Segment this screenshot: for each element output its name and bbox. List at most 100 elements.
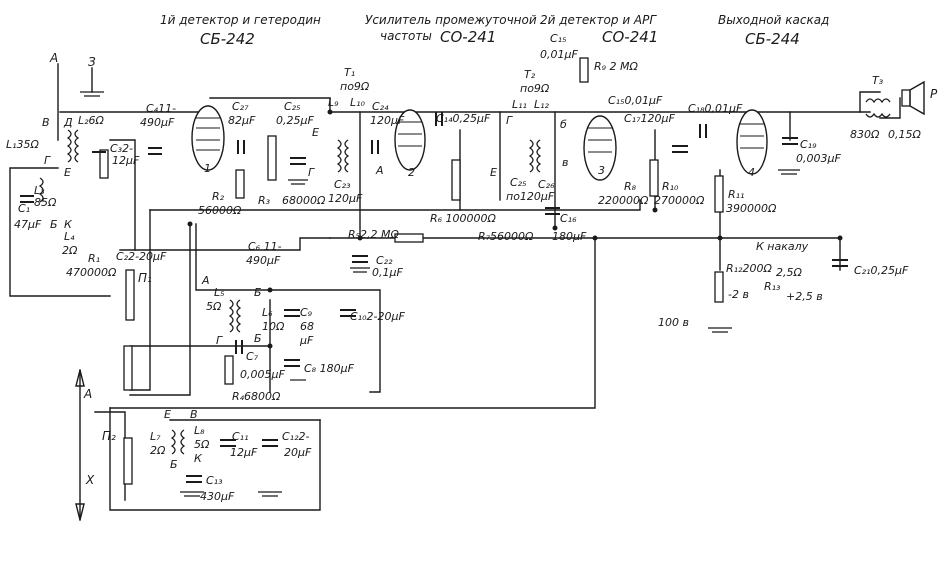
tube-1 — [191, 105, 225, 171]
label-R2v: 56000Ω — [198, 204, 242, 217]
terminal-p: Р — [930, 87, 938, 101]
label-C19v: 0,003μF — [796, 152, 841, 165]
label-R5: R₅2,2 MΩ — [348, 228, 400, 241]
label-C22: C₂₂ — [376, 254, 393, 267]
section-titles: 1й детектор и гетеродин СБ-242 Усилитель… — [160, 13, 829, 48]
label-L6v: 10Ω — [262, 320, 285, 333]
terminal-antenna: А — [49, 51, 58, 65]
label-R7: R₇56000Ω — [478, 230, 534, 243]
label-C27v: 82μF — [228, 114, 256, 127]
label-L1: L₁35Ω — [6, 138, 40, 151]
label-R3v: 68000Ω — [282, 194, 326, 207]
label-V-lo: В — [190, 408, 198, 421]
tube-2 — [394, 109, 426, 171]
label-T3r: 830Ω — [850, 128, 880, 141]
label-T1: T₁ — [344, 66, 355, 79]
label-L5: L₅ — [214, 286, 225, 299]
switches — [75, 269, 135, 521]
label-E-mid: Е — [312, 126, 319, 139]
label-C15b: C₁₅0,01μF — [608, 94, 663, 107]
terminal-ground: З — [88, 55, 96, 69]
label-C25-top: C₂₅ — [284, 100, 301, 113]
label-L3: L₃ — [34, 184, 45, 197]
label-C13: C₁₃ — [206, 474, 223, 487]
label-B: В — [42, 116, 50, 129]
label-A-osc: А — [201, 274, 210, 287]
label-L8: L₈ — [194, 424, 205, 437]
label-C9v: 68 — [300, 320, 314, 333]
label-P1: П₁ — [138, 271, 152, 285]
resistors — [99, 57, 724, 385]
section-title-det2: 2й детектор и АРГ — [540, 13, 657, 27]
label-k-nakalu: К накалу — [756, 240, 809, 253]
label-C9: C₉ — [300, 306, 313, 319]
terminal-a-bottom: A — [83, 387, 92, 401]
label-C1: C₁ — [18, 202, 30, 215]
capacitors — [20, 112, 848, 483]
label-T3: T₃ — [872, 74, 884, 87]
label-C10: C₁₀2-20μF — [350, 310, 405, 323]
label-C6v: 490μF — [246, 254, 281, 267]
section-tube-det2: СО-241 — [602, 28, 658, 46]
label-C12v: 20μF — [284, 446, 312, 459]
terminal-labels: А З Р X A — [49, 51, 938, 487]
label-B-osc: Б — [254, 286, 262, 299]
label-C27: C₂₇ — [232, 100, 249, 113]
label-C17: C₁₇120μF — [624, 112, 675, 125]
label-L7v: 2Ω — [150, 444, 166, 457]
label-T2: T₂ — [524, 68, 536, 81]
label-L6: L₆ — [262, 306, 273, 319]
label-L4: L₄ — [64, 230, 75, 243]
label-C14: C₁₄0,25μF — [436, 112, 491, 125]
section-tube-if: СО-241 — [440, 28, 496, 46]
label-B-lo: Б — [170, 458, 178, 471]
label-v25b: +2,5 в — [786, 290, 823, 303]
label-L5v: 5Ω — [206, 300, 222, 313]
label-R11v: 390000Ω — [726, 202, 777, 215]
label-C7: C₇ — [246, 350, 259, 363]
label-C3v: 12μF — [112, 154, 140, 167]
ground-symbols — [80, 91, 800, 497]
label-C11: C₁₁ — [232, 430, 249, 443]
label-E-if: Е — [490, 166, 497, 179]
label-C12: C₁₂2- — [282, 430, 309, 443]
label-node-b: б — [560, 118, 567, 131]
label-K: К — [64, 218, 73, 231]
label-C4: C₄11- — [146, 102, 176, 115]
label-L4v: 2Ω — [62, 244, 78, 257]
label-C1v: 47μF — [14, 218, 42, 231]
label-L7: L₇ — [150, 430, 161, 443]
label-G: Г — [44, 154, 51, 167]
junctions — [187, 109, 843, 349]
label-R11: R₁₁ — [728, 188, 744, 201]
label-node-v: в — [562, 156, 568, 169]
label-L8v: 5Ω — [194, 438, 210, 451]
section-tube-det1: СБ-242 — [200, 30, 255, 48]
label-P2: П₂ — [102, 429, 116, 443]
coils — [38, 98, 891, 455]
section-title-output: Выходной каскад — [718, 13, 829, 27]
label-C2: C₂2-20μF — [116, 250, 167, 263]
label-L12: L₁₂ — [534, 98, 550, 111]
label-C25-top-v: 0,25μF — [276, 114, 314, 127]
label-R4: R₄6800Ω — [232, 390, 281, 403]
label-C6: C₆ 11- — [248, 240, 282, 253]
label-L3v: 85Ω — [34, 196, 57, 209]
label-R2: R₂ — [212, 190, 225, 203]
label-C23: C₂₃ — [334, 178, 351, 191]
label-T3s: 0,15Ω — [888, 128, 921, 141]
label-L10: L₁₀ — [350, 96, 366, 109]
tube-4 — [736, 109, 768, 175]
label-node-A: А — [375, 164, 384, 177]
component-labels: В L₁35Ω Д Г Е L₂6Ω C₃2- 12μF L₃ 85Ω C₁ 4… — [6, 32, 921, 503]
label-C13v: 430μF — [200, 490, 235, 503]
label-tube-3: 3 — [598, 164, 605, 177]
label-C3: C₃2- — [110, 142, 133, 155]
label-C24v: 120μF — [370, 114, 405, 127]
label-T1v: по9Ω — [340, 80, 370, 93]
label-L2: L₂6Ω — [78, 114, 105, 127]
label-R6: R₆ 100000Ω — [430, 212, 497, 225]
loudspeaker — [901, 80, 925, 116]
label-R1v: 470000Ω — [66, 266, 117, 279]
label-C9u: μF — [299, 334, 314, 347]
